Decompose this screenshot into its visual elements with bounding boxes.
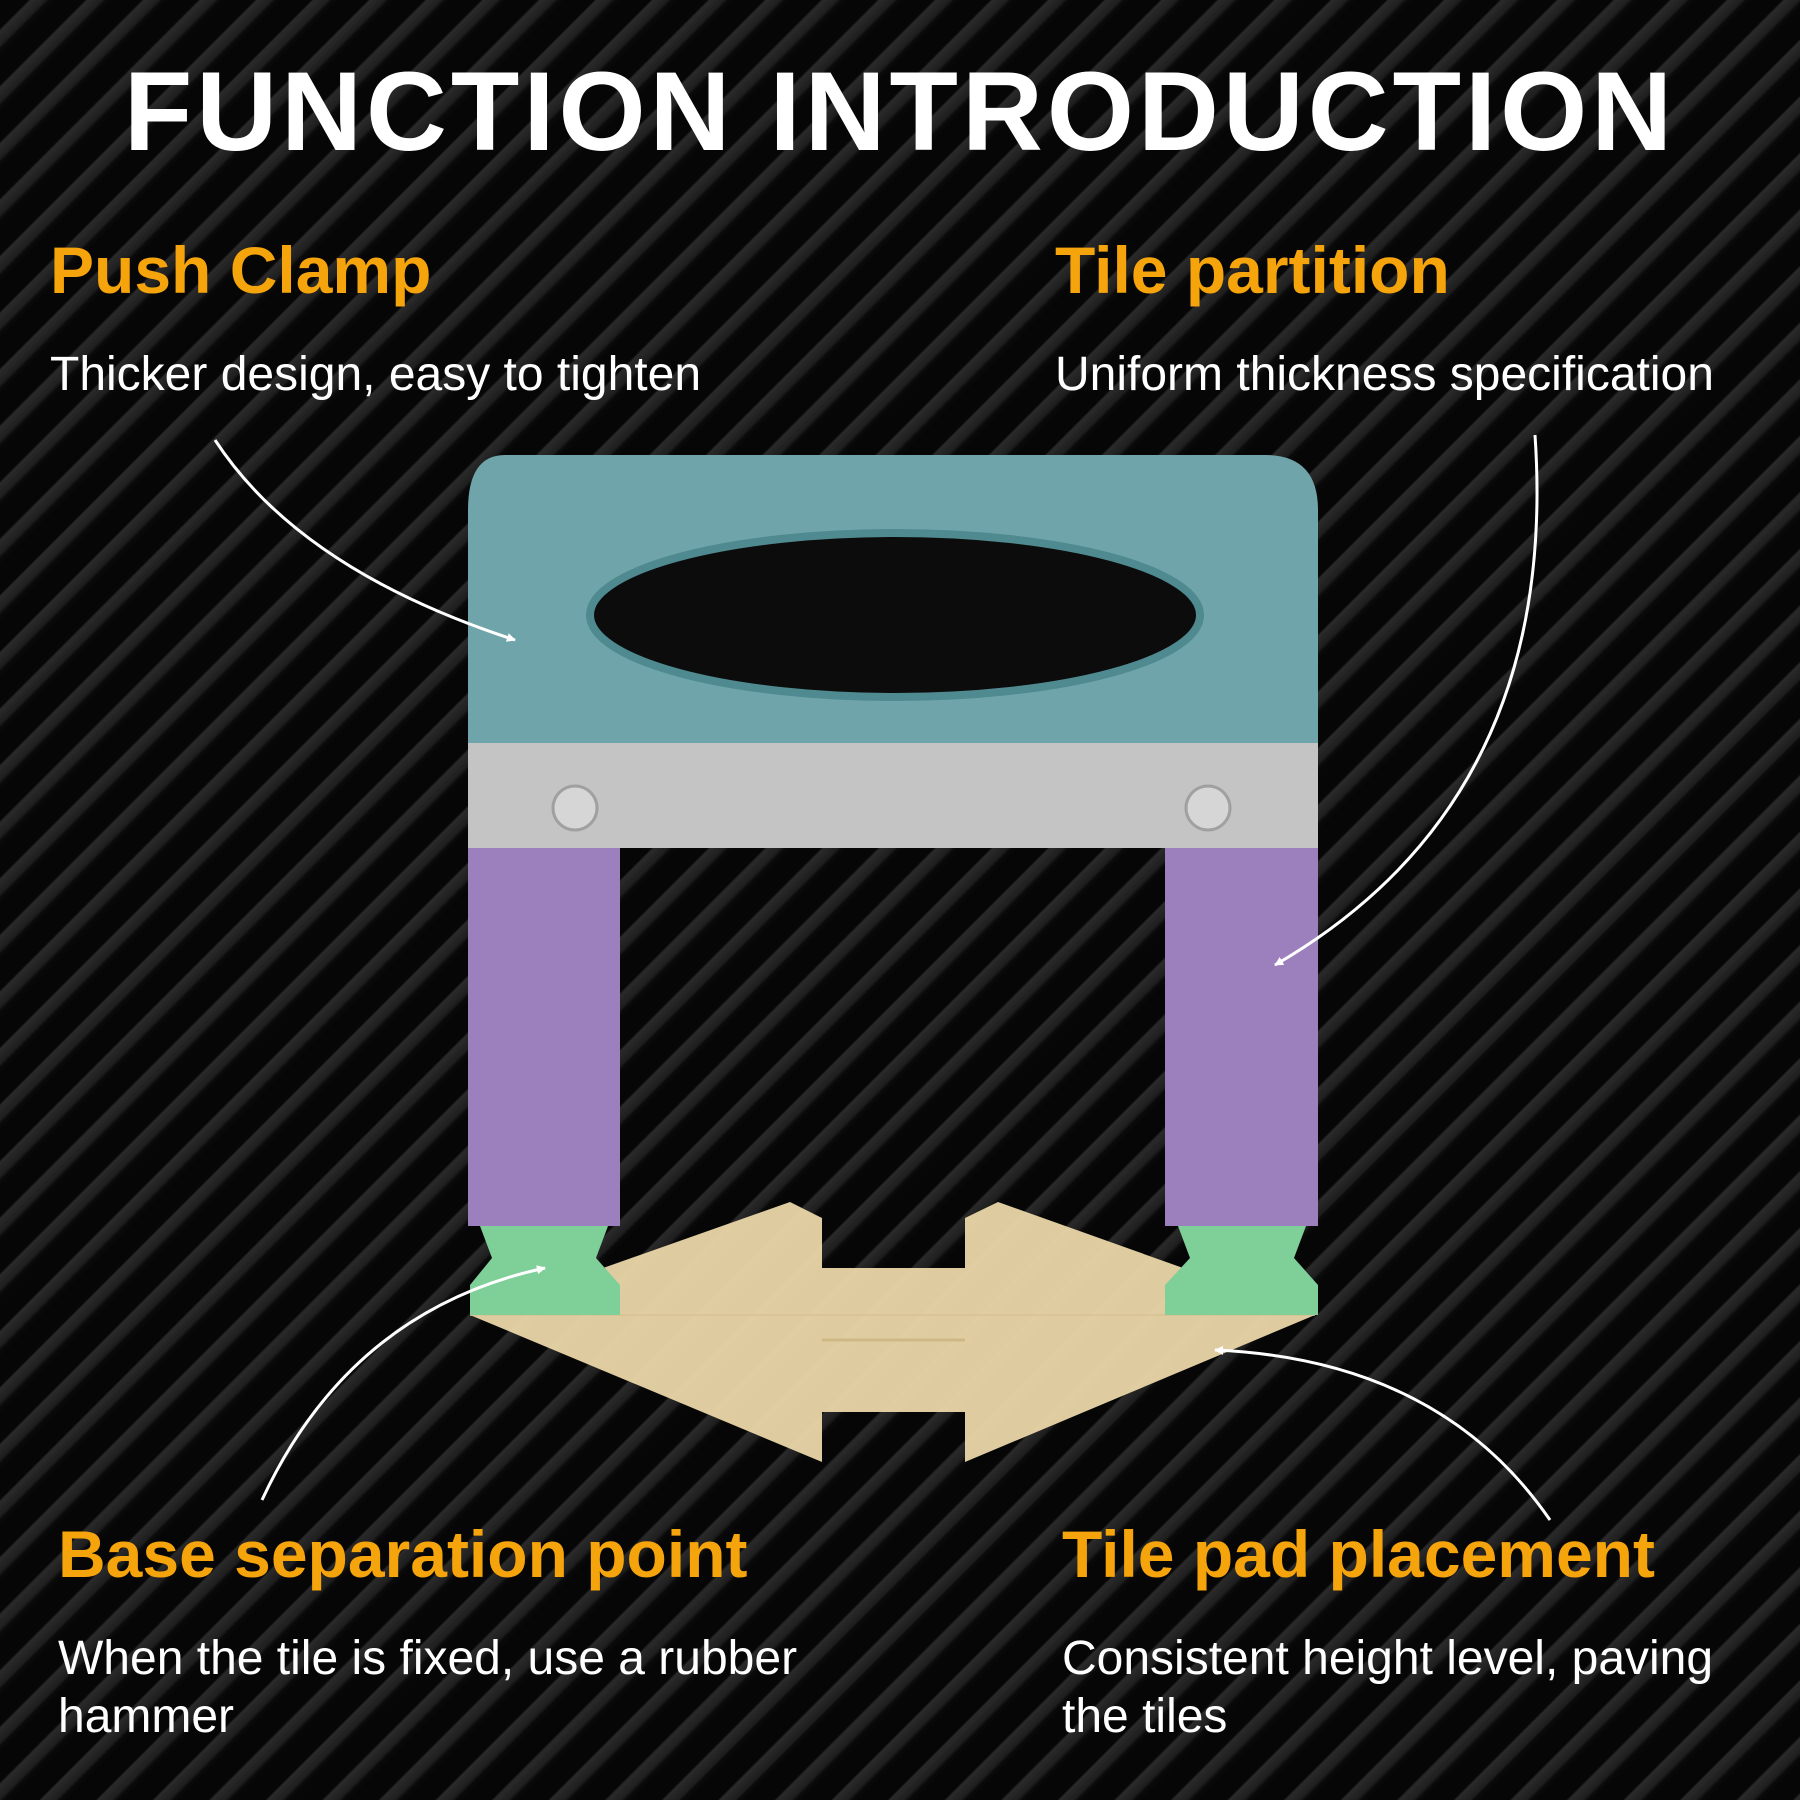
left-separation-point xyxy=(470,1226,620,1315)
tile-pad-arrow xyxy=(1214,1345,1552,1521)
base-separation-description: When the tile is fixed, use a rubber ham… xyxy=(58,1632,798,1743)
tile-pad-heading: Tile pad placement xyxy=(1062,1517,1655,1591)
tile-partition-arrow xyxy=(1274,434,1539,967)
base-separation-arrow xyxy=(260,1265,546,1501)
right-partition-leg xyxy=(1165,848,1318,1226)
tile-pad-base xyxy=(470,1202,1315,1462)
tile-partition-description: Uniform thickness specification xyxy=(1055,348,1714,401)
tile-pad-description: Consistent height level, paving the tile… xyxy=(1062,1632,1714,1743)
page-title: FUNCTION INTRODUCTION xyxy=(123,49,1677,174)
right-pin-dot xyxy=(1184,784,1232,832)
push-clamp-heading: Push Clamp xyxy=(50,233,432,307)
left-pin-dot xyxy=(551,784,599,832)
finger-hole xyxy=(586,529,1204,701)
right-separation-point xyxy=(1165,1226,1318,1315)
base-separation-heading: Base separation point xyxy=(58,1517,748,1591)
push-clamp-description: Thicker design, easy to tighten xyxy=(50,348,702,401)
middle-band xyxy=(468,743,1318,848)
left-partition-leg xyxy=(468,848,620,1226)
push-clamp-arrow xyxy=(213,439,516,642)
tile-partition-heading: Tile partition xyxy=(1055,233,1450,307)
